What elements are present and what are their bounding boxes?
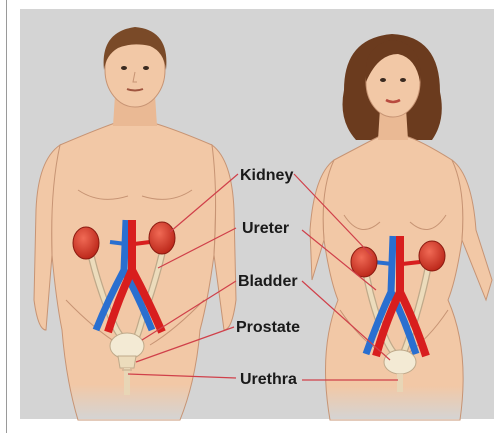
male-prostate: [118, 356, 136, 368]
male-bladder: [110, 333, 144, 359]
female-right-kidney: [419, 241, 445, 271]
male-figure: [34, 27, 236, 420]
label-bladder: Bladder: [238, 273, 298, 290]
labels: Kidney Ureter Bladder Prostate Urethra: [236, 167, 300, 388]
label-prostate: Prostate: [236, 319, 300, 336]
label-kidney: Kidney: [240, 167, 293, 184]
label-urethra: Urethra: [240, 371, 297, 388]
male-right-kidney: [149, 222, 175, 254]
female-bladder: [384, 350, 416, 374]
male-right-arm: [212, 145, 236, 330]
female-figure: [310, 34, 492, 420]
male-left-kidney: [73, 227, 99, 259]
label-ureter: Ureter: [242, 220, 289, 237]
